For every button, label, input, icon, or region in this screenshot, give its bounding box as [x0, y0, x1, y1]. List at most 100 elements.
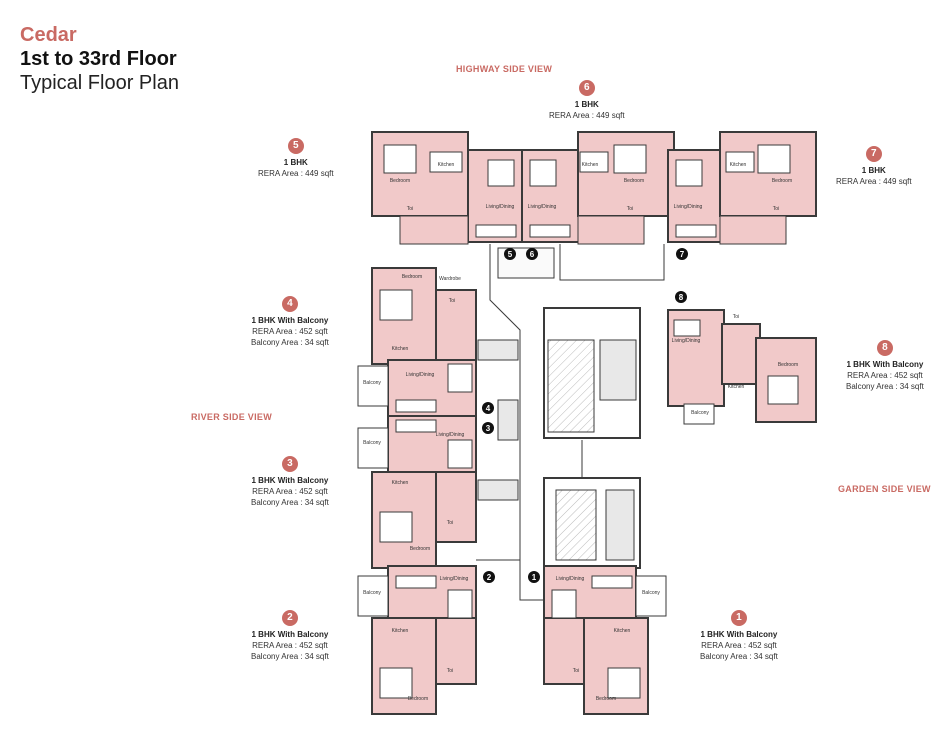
room-label: Toi: [447, 668, 453, 674]
rera-area: RERA Area : 449 sqft: [836, 177, 912, 186]
unit-type: 1 BHK With Balcony: [700, 630, 778, 639]
unit-type: 1 BHK With Balcony: [846, 360, 924, 369]
svg-text:1: 1: [532, 573, 537, 582]
door-markers: 1 2 3 4 5 6 7 8: [482, 248, 688, 583]
svg-text:7: 7: [680, 250, 685, 259]
room-label: Bedroom: [390, 178, 410, 184]
unit-1-plan: [543, 565, 667, 715]
door-marker-7: [676, 248, 688, 260]
room-label: Bedroom: [596, 696, 616, 702]
balcony-area: Balcony Area : 34 sqft: [700, 652, 778, 661]
room-label: Living/Dining: [440, 576, 469, 582]
room-label: Balcony: [363, 440, 381, 446]
room-label: Living/Dining: [672, 338, 701, 344]
unit-6-plan: [521, 131, 675, 245]
svg-text:5: 5: [508, 250, 513, 259]
floor-range: 1st to 33rd Floor: [20, 48, 177, 70]
room-label: Toi: [773, 206, 779, 212]
unit-5-plan: [371, 131, 527, 245]
room-labels: Bedroom Kitchen Living/Dining Toi Bedroo…: [363, 162, 798, 702]
rera-area: RERA Area : 452 sqft: [252, 641, 328, 650]
unit-type: 1 BHK With Balcony: [251, 476, 329, 485]
svg-text:4: 4: [486, 404, 491, 413]
balcony-area: Balcony Area : 34 sqft: [251, 498, 329, 507]
room-label: Toi: [447, 520, 453, 526]
room-label: Kitchen: [582, 162, 599, 168]
room-label: Kitchen: [728, 384, 745, 390]
room-label: Living/Dining: [674, 204, 703, 210]
room-label: Kitchen: [392, 480, 409, 486]
left-corridor: [476, 339, 544, 601]
room-label: Living/Dining: [406, 372, 435, 378]
door-marker-5: [504, 248, 516, 260]
door-marker-6: [526, 248, 538, 260]
rera-area: RERA Area : 452 sqft: [252, 327, 328, 336]
unit-label-7: 7 1 BHK RERA Area : 449 sqft: [836, 146, 912, 187]
unit-number-badge: 4: [281, 296, 298, 312]
room-label: Toi: [407, 206, 413, 212]
room-label: Wardrobe: [439, 276, 461, 282]
room-label: Bedroom: [410, 546, 430, 552]
room-label: Kitchen: [730, 162, 747, 168]
room-label: Living/Dining: [486, 204, 515, 210]
room-label: Bedroom: [402, 274, 422, 280]
balcony-area: Balcony Area : 34 sqft: [251, 338, 329, 347]
rera-area: RERA Area : 452 sqft: [847, 371, 923, 380]
room-label: Bedroom: [772, 178, 792, 184]
room-label: Toi: [449, 298, 455, 304]
unit-number-badge: 8: [876, 340, 893, 356]
unit-type: 1 BHK: [283, 158, 308, 167]
unit-3-plan: [357, 415, 477, 569]
room-label: Kitchen: [438, 162, 455, 168]
unit-label-3: 3 1 BHK With Balcony RERA Area : 452 sqf…: [251, 456, 329, 508]
svg-text:2: 2: [487, 573, 492, 582]
room-label: Kitchen: [614, 628, 631, 634]
plan-type: Typical Floor Plan: [20, 72, 179, 94]
room-label: Balcony: [642, 590, 660, 596]
balcony-area: Balcony Area : 34 sqft: [846, 382, 924, 391]
unit-label-1: 1 1 BHK With Balcony RERA Area : 452 sqf…: [700, 610, 778, 662]
room-label: Bedroom: [778, 362, 798, 368]
door-marker-4: [482, 402, 494, 414]
unit-type: 1 BHK: [574, 100, 599, 109]
room-label: Bedroom: [408, 696, 428, 702]
unit-label-8: 8 1 BHK With Balcony RERA Area : 452 sqf…: [846, 340, 924, 392]
highway-side-view-label: HIGHWAY SIDE VIEW: [456, 64, 553, 74]
door-marker-8: [675, 291, 687, 303]
room-label: Balcony: [691, 410, 709, 416]
unit-label-4: 4 1 BHK With Balcony RERA Area : 452 sqf…: [251, 296, 329, 348]
rera-area: RERA Area : 449 sqft: [258, 169, 334, 178]
unit-label-5: 5 1 BHK RERA Area : 449 sqft: [258, 138, 334, 179]
room-label: Kitchen: [392, 628, 409, 634]
unit-number-badge: 2: [281, 610, 298, 626]
room-label: Living/Dining: [436, 432, 465, 438]
room-label: Living/Dining: [528, 204, 557, 210]
svg-text:3: 3: [486, 424, 491, 433]
room-label: Kitchen: [392, 346, 409, 352]
unit-label-6: 6 1 BHK RERA Area : 449 sqft: [549, 80, 625, 121]
door-marker-2: [483, 571, 495, 583]
unit-number-badge: 7: [865, 146, 882, 162]
svg-text:8: 8: [679, 293, 684, 302]
room-label: Living/Dining: [556, 576, 585, 582]
room-label: Balcony: [363, 590, 381, 596]
unit-type: 1 BHK With Balcony: [251, 630, 329, 639]
unit-8-plan: [667, 309, 817, 425]
central-core: [543, 307, 641, 569]
unit-type: 1 BHK: [861, 166, 886, 175]
room-label: Toi: [627, 206, 633, 212]
door-marker-3: [482, 422, 494, 434]
river-side-view-label: RIVER SIDE VIEW: [191, 412, 273, 422]
rera-area: RERA Area : 452 sqft: [252, 487, 328, 496]
unit-type: 1 BHK With Balcony: [251, 316, 329, 325]
unit-2-plan: [357, 565, 477, 715]
unit-number-badge: 3: [281, 456, 298, 472]
svg-text:6: 6: [530, 250, 535, 259]
unit-label-2: 2 1 BHK With Balcony RERA Area : 452 sqf…: [251, 610, 329, 662]
room-label: Bedroom: [624, 178, 644, 184]
project-name: Cedar: [20, 24, 77, 46]
unit-4-plan: [357, 267, 477, 417]
room-label: Toi: [733, 314, 739, 320]
unit-number-badge: 5: [287, 138, 304, 154]
